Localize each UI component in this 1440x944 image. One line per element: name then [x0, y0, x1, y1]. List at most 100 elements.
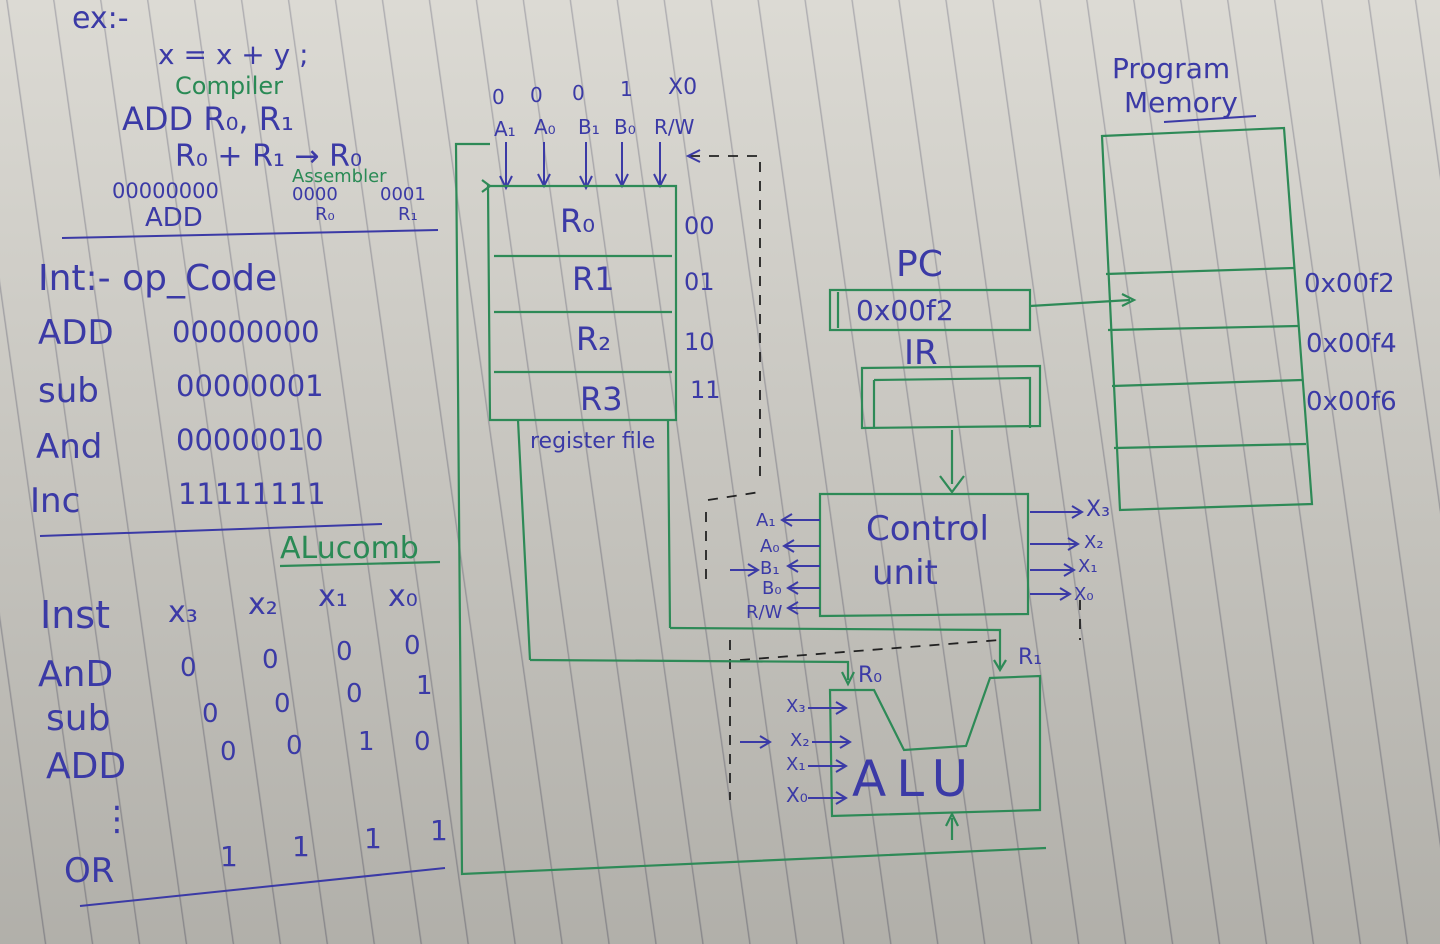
- opcode-row-code: 11111111: [178, 477, 326, 511]
- alucomb-bit: 0: [220, 737, 237, 767]
- pc-register: [828, 288, 1032, 332]
- alu-input-label: R₀: [858, 663, 882, 688]
- cu-signal-label: A₀: [760, 536, 780, 557]
- cu-signal-label: X₃: [1086, 497, 1110, 522]
- cu-signal-label: X₂: [1084, 532, 1104, 553]
- opcode-row-code: 00000001: [176, 369, 324, 403]
- alucomb-bit: 0: [414, 727, 431, 757]
- register-addr: 11: [690, 376, 721, 404]
- alu-ctrl-label: X₃: [786, 696, 806, 717]
- alucomb-row-inst: AnD: [38, 654, 113, 695]
- alucomb-bit: 1: [416, 671, 433, 701]
- assembler-label: Assembler: [292, 166, 387, 187]
- alu-ctrl-label: X₀: [786, 783, 808, 807]
- opcode-row-inst: ADD: [38, 313, 114, 353]
- cu-signal-label: B₀: [762, 578, 782, 599]
- label-add: ADD: [145, 203, 203, 233]
- alucomb-bit: 0: [180, 653, 197, 683]
- program-memory-title: Program: [1112, 52, 1230, 85]
- alu-output-wire: [454, 142, 1047, 876]
- alucomb-bit: 1: [364, 822, 382, 855]
- alucomb-row-inst: sub: [46, 698, 110, 739]
- alu-control-signals: X₃ X₂ X₁ X₀: [740, 696, 852, 807]
- cu-signal-label: X₀: [1074, 584, 1094, 605]
- label-r0: R₀: [315, 204, 335, 225]
- rf-input-label: A₁: [494, 117, 516, 141]
- rf-top-value: 0: [572, 81, 585, 105]
- alucomb-ellipsis: ⋮: [100, 799, 134, 839]
- opcode-table-title: Int:- op_Code: [38, 258, 277, 299]
- alu-input-label: R₁: [1018, 645, 1042, 670]
- opcode-row-inst: sub: [38, 371, 99, 411]
- alucomb-row-inst: OR: [64, 851, 114, 891]
- register-addr: 10: [684, 328, 715, 356]
- register-addr: 00: [684, 212, 715, 240]
- cu-signal-label: X₁: [1078, 556, 1098, 577]
- opcode-row-inst: Inc: [30, 481, 80, 521]
- divider-line: [61, 229, 439, 239]
- example-heading: ex:-: [72, 1, 129, 36]
- binary-r1: 0001: [380, 184, 426, 205]
- cu-input-signals: A₁ A₀ B₁ B₀ R/W: [730, 510, 820, 623]
- register-file: 0 0 0 1 X0 A₁ A₀ B₁ B₀ R/W R₀ R1 R₂ R3 0…: [486, 75, 721, 661]
- register-name: R3: [580, 380, 623, 418]
- cu-signal-label: R/W: [746, 602, 783, 623]
- asm-instruction: ADD R₀, R₁: [122, 100, 294, 138]
- register-name: R1: [572, 260, 615, 298]
- rf-top-value: 0: [492, 85, 505, 109]
- register-file-label: register file: [530, 429, 655, 454]
- rf-input-label: B₁: [578, 115, 600, 139]
- binary-opcode: 00000000: [112, 179, 219, 203]
- memory-address: 0x00f6: [1306, 387, 1397, 417]
- register-name: R₂: [576, 320, 611, 358]
- alu-label: ALU: [852, 750, 978, 808]
- rf-input-arrows: [499, 142, 667, 191]
- alucomb-bit: 0: [336, 637, 353, 667]
- alucomb-header: x₀: [388, 579, 418, 614]
- compiler-label: Compiler: [175, 72, 283, 100]
- pc-label: PC: [896, 244, 943, 285]
- alucomb-underline: [279, 560, 441, 568]
- program-memory-title: Memory: [1124, 86, 1238, 119]
- rf-input-label: A₀: [534, 115, 556, 139]
- alucomb-bit: 0: [286, 731, 303, 761]
- alucomb-bit: 0: [262, 645, 279, 675]
- alucomb-header: x₁: [318, 579, 348, 614]
- alucomb-row-inst: ADD: [46, 746, 126, 787]
- control-unit-label: Control: [866, 509, 989, 549]
- cu-output-signals: X₃ X₂ X₁ X₀: [1030, 497, 1110, 605]
- alucomb-header: x₃: [168, 595, 198, 630]
- ir-to-cu-arrow: [939, 430, 965, 494]
- example-statement: x = x + y ;: [158, 38, 309, 71]
- register-addr: 01: [684, 268, 715, 296]
- memory-address: 0x00f4: [1306, 329, 1397, 359]
- alu-shape: [828, 674, 1042, 818]
- control-unit-label: unit: [872, 553, 938, 593]
- binary-r0: 0000: [292, 184, 338, 205]
- control-signal-dashed-lines: [685, 149, 1081, 800]
- alucomb-bit: 1: [292, 830, 310, 863]
- register-name: R₀: [560, 202, 595, 240]
- memory-address: 0x00f2: [1304, 269, 1395, 299]
- alu-ctrl-label: X₁: [786, 754, 806, 775]
- ir-register: [860, 364, 1042, 430]
- rf-input-label: B₀: [614, 115, 636, 139]
- rf-top-value: 0: [530, 83, 543, 107]
- rtl-expression: R₀ + R₁ → R₀: [175, 139, 362, 174]
- cu-signal-label: A₁: [756, 510, 776, 531]
- r1-wire: [669, 626, 1002, 668]
- register-file-box: [486, 184, 678, 422]
- opcode-row-inst: And: [36, 427, 102, 467]
- alucomb-title: ALucomb: [280, 531, 419, 566]
- alucomb-header: Inst: [40, 593, 110, 637]
- alucomb-bit: 0: [274, 689, 291, 719]
- alucomb-bit: 1: [430, 814, 448, 847]
- opcode-row-code: 00000000: [172, 315, 320, 349]
- alucomb-bit: 0: [404, 631, 421, 661]
- alucomb-bit: 1: [358, 727, 375, 757]
- label-r1: R₁: [398, 204, 418, 225]
- control-unit-box: [818, 492, 1030, 618]
- pc-value: 0x00f2: [856, 294, 954, 327]
- data-paths: [454, 142, 1047, 876]
